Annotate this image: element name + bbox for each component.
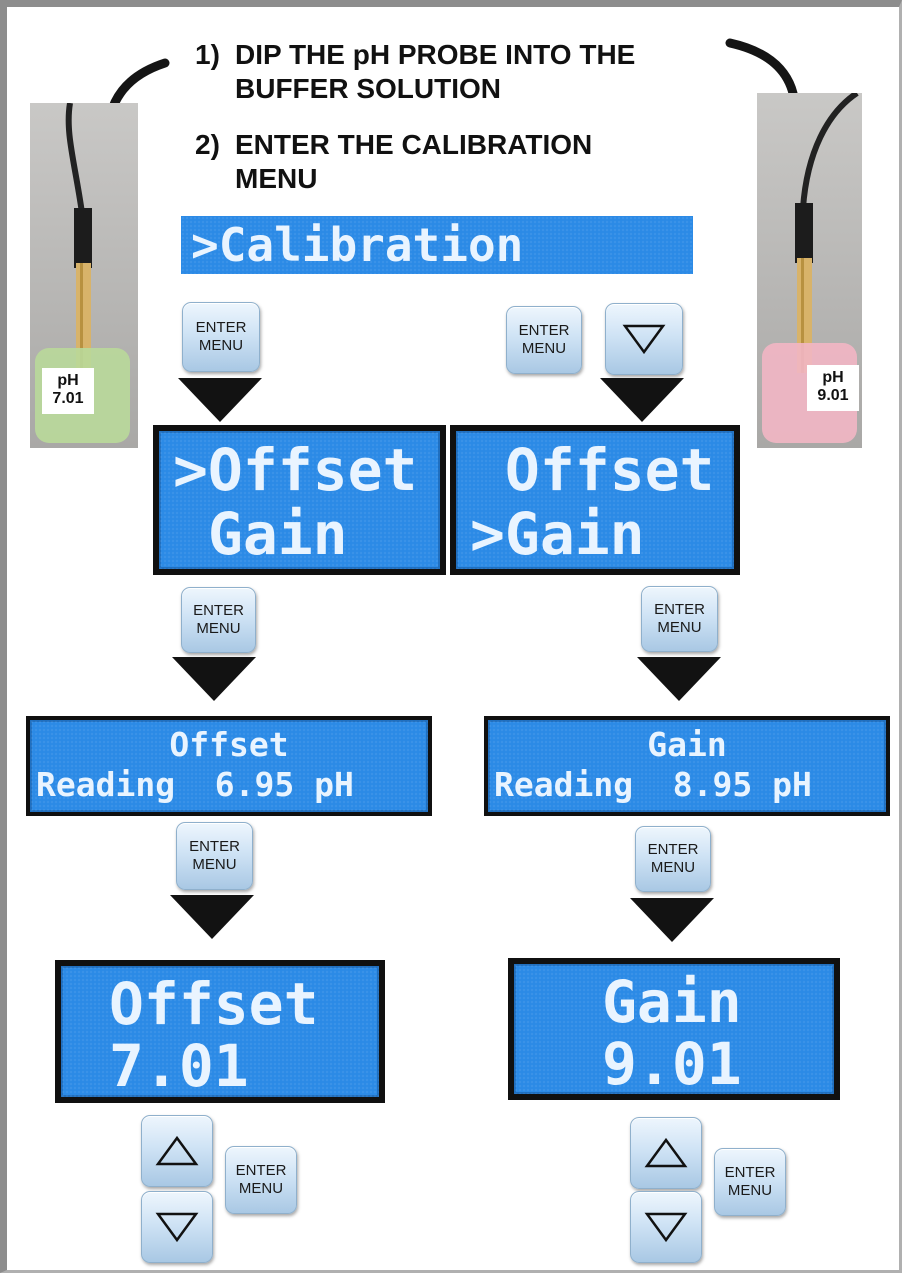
lcd-menu-offset-selected: >Offset Gain xyxy=(153,425,446,575)
lcd-line-2: Reading 8.95 pH xyxy=(494,765,812,804)
lcd-offset-reading: Offset Reading 6.95 pH xyxy=(26,716,432,816)
lcd-line-1: Offset xyxy=(109,970,319,1038)
up-arrow-button[interactable] xyxy=(141,1115,213,1187)
enter-menu-label: ENTER MENU xyxy=(189,838,240,873)
flow-arrow-down xyxy=(170,895,254,939)
down-triangle-icon xyxy=(644,1212,688,1243)
lcd-line-1: Offset xyxy=(470,436,715,504)
instruction-step-2: 2) ENTER THE CALIBRATION MENU xyxy=(195,128,715,198)
flow-arrow-down xyxy=(637,657,721,701)
lcd-line-2: >Gain xyxy=(470,500,645,568)
lcd-line-1: Gain xyxy=(647,725,727,764)
enter-menu-button[interactable]: ENTER MENU xyxy=(506,306,582,374)
lcd-line-1: >Offset xyxy=(173,436,418,504)
down-arrow-button[interactable] xyxy=(141,1191,213,1263)
lcd-line-2: Gain xyxy=(173,500,348,568)
up-triangle-icon xyxy=(644,1137,688,1168)
enter-menu-button[interactable]: ENTER MENU xyxy=(714,1148,786,1216)
enter-menu-button[interactable]: ENTER MENU xyxy=(176,822,253,890)
enter-menu-label: ENTER MENU xyxy=(195,319,247,354)
down-triangle-icon xyxy=(622,324,666,355)
ph-probe-left-image: pH 7.01 xyxy=(30,103,138,448)
lcd-line-2: Reading 6.95 pH xyxy=(36,765,354,804)
step-text: ENTER THE CALIBRATION MENU xyxy=(235,129,593,194)
enter-menu-label: ENTER MENU xyxy=(235,1162,287,1197)
flow-arrow-down xyxy=(178,378,262,422)
lcd-line-2: 9.01 xyxy=(602,1030,742,1098)
enter-menu-label: ENTER MENU xyxy=(647,841,699,876)
instruction-step-1: 1) DIP THE pH PROBE INTO THE BUFFER SOLU… xyxy=(195,38,715,108)
enter-menu-label: ENTER MENU xyxy=(724,1164,776,1199)
enter-menu-button[interactable]: ENTER MENU xyxy=(182,302,260,372)
enter-menu-button[interactable]: ENTER MENU xyxy=(641,586,718,652)
lcd-line-2: 7.01 xyxy=(109,1032,249,1100)
flow-arrow-down xyxy=(600,378,684,422)
lcd-text-calibration: >Calibration xyxy=(191,218,524,272)
down-arrow-button[interactable] xyxy=(630,1191,702,1263)
lcd-gain-value: Gain 9.01 xyxy=(508,958,840,1100)
up-arrow-button[interactable] xyxy=(630,1117,702,1189)
lcd-gain-reading: Gain Reading 8.95 pH xyxy=(484,716,890,816)
enter-menu-label: ENTER MENU xyxy=(654,601,705,636)
lcd-calibration: >Calibration xyxy=(181,216,693,274)
flow-arrow-down xyxy=(172,657,256,701)
enter-menu-label: ENTER MENU xyxy=(193,602,244,637)
ph-probe-right-image: pH 9.01 xyxy=(757,93,862,448)
lcd-line-1: Offset xyxy=(169,725,289,764)
enter-menu-button[interactable]: ENTER MENU xyxy=(635,826,711,892)
enter-menu-button[interactable]: ENTER MENU xyxy=(225,1146,297,1214)
down-arrow-button[interactable] xyxy=(605,303,683,375)
flow-arrow-down xyxy=(630,898,714,942)
ph-buffer-label-right: pH 9.01 xyxy=(807,365,859,411)
lcd-offset-value: Offset 7.01 xyxy=(55,960,385,1103)
down-triangle-icon xyxy=(155,1212,199,1243)
lcd-menu-gain-selected: Offset >Gain xyxy=(450,425,740,575)
enter-menu-button[interactable]: ENTER MENU xyxy=(181,587,256,653)
ph-buffer-label-left: pH 7.01 xyxy=(42,368,94,414)
lcd-line-1: Gain xyxy=(602,968,742,1036)
step-number: 1) xyxy=(195,39,220,70)
step-number: 2) xyxy=(195,129,220,160)
step-text: DIP THE pH PROBE INTO THE BUFFER SOLUTIO… xyxy=(235,39,636,104)
up-triangle-icon xyxy=(155,1135,199,1166)
enter-menu-label: ENTER MENU xyxy=(518,322,570,357)
